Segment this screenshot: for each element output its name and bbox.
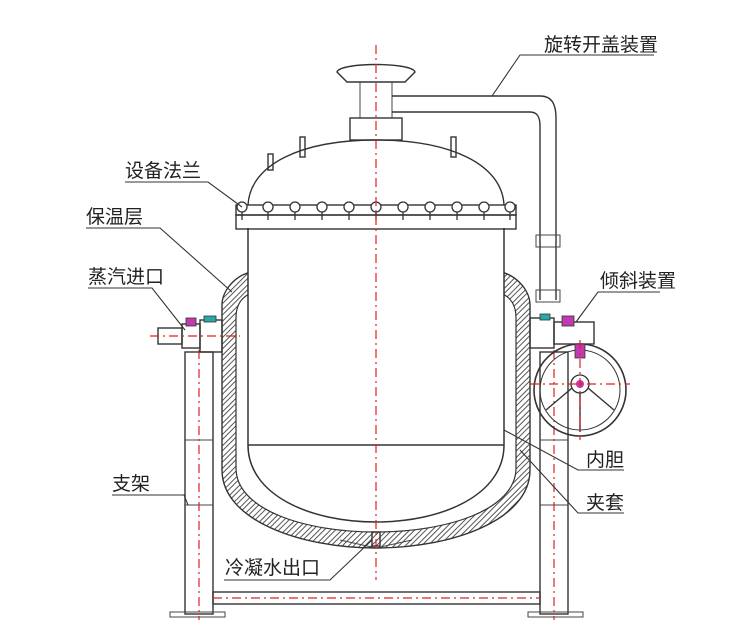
label-tilting: 倾斜装置 — [600, 270, 676, 292]
label-steam-inlet: 蒸汽进口 — [88, 266, 164, 288]
label-jacket: 夹套 — [586, 492, 624, 514]
label-insulation: 保温层 — [86, 206, 143, 228]
label-lid-rotation: 旋转开盖装置 — [544, 34, 658, 56]
leader-lines — [86, 54, 660, 581]
steam-inlet-fitting — [150, 315, 240, 353]
lid-rotation-device — [336, 63, 561, 303]
label-flange: 设备法兰 — [125, 160, 201, 182]
labels: 旋转开盖装置 设备法兰 保温层 蒸汽进口 倾斜装置 支架 内胆 夹套 冷凝水出口 — [86, 34, 676, 579]
label-support: 支架 — [112, 473, 150, 495]
label-inner-vessel: 内胆 — [586, 449, 624, 471]
tilting-device — [529, 313, 630, 440]
label-condensate-outlet: 冷凝水出口 — [225, 557, 320, 579]
